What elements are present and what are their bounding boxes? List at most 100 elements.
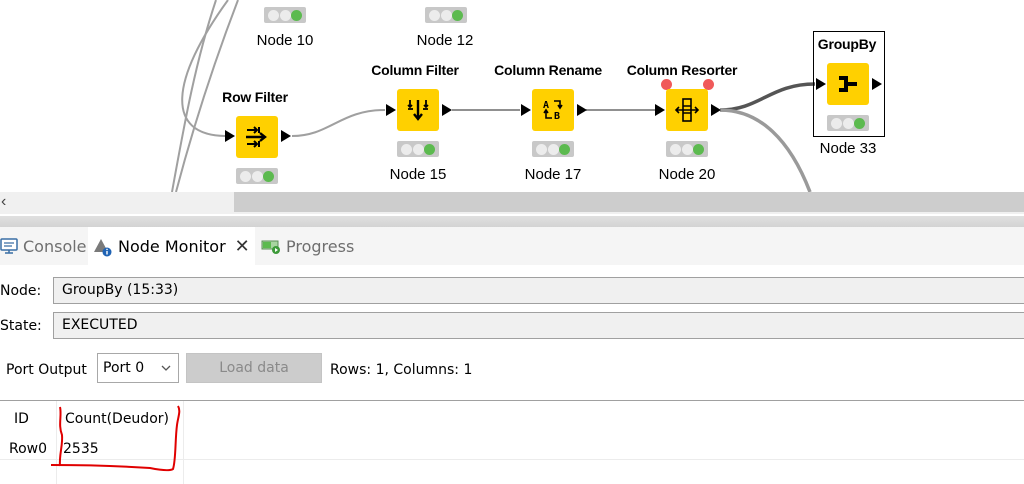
column-resorter-input-port[interactable] [655, 104, 665, 116]
column-filter-status-traffic-light [397, 141, 439, 157]
column-filter-label[interactable]: Node 15 [389, 166, 447, 183]
status-dot-green-icon [452, 9, 464, 21]
chevron-down-icon [160, 354, 172, 392]
status-dot-off-icon [681, 143, 693, 155]
tab-progress-label: Progress [286, 236, 355, 256]
status-dot-off-icon [251, 170, 263, 182]
bottom-panel-tabbar: Console Node Monitor ✕ [0, 227, 1024, 265]
rows-columns-info: Rows: 1, Columns: 1 [330, 362, 473, 378]
tab-progress[interactable]: Progress [261, 227, 361, 265]
tab-console-label: Console [23, 236, 87, 256]
console-icon [0, 237, 18, 255]
column-rename-title[interactable]: Column Rename [494, 62, 602, 78]
status-dot-green-icon [693, 143, 705, 155]
node-field-label: Node: [0, 283, 42, 299]
port-output-selected-value: Port 0 [103, 360, 145, 376]
status-dot-off-icon [535, 143, 547, 155]
column-rename-icon: A B [543, 100, 563, 122]
column-filter-node[interactable] [397, 89, 439, 131]
node-monitor-icon [93, 237, 113, 257]
load-data-button[interactable]: Load data [186, 353, 322, 383]
column-resorter-output-port[interactable] [711, 104, 721, 116]
node12-label[interactable]: Node 12 [416, 32, 474, 49]
groupby-output-port[interactable] [872, 78, 882, 90]
groupby-node[interactable] [827, 63, 869, 105]
status-dot-off-icon [267, 9, 279, 21]
status-dot-green-icon [559, 143, 571, 155]
column-divider[interactable] [183, 401, 184, 484]
groupby-selection-frame [813, 31, 885, 137]
groupby-label[interactable]: Node 33 [819, 140, 877, 157]
row-filter-node[interactable] [236, 116, 278, 158]
node-monitor-panel: Node: GroupBy (15:33) State: EXECUTED Po… [0, 265, 1024, 484]
status-dot-off-icon [279, 9, 291, 21]
column-resorter-node[interactable] [666, 89, 708, 131]
column-filter-icon [407, 100, 429, 121]
status-dot-off-icon [842, 117, 854, 129]
column-filter-input-port[interactable] [386, 104, 396, 116]
svg-text:B: B [554, 111, 560, 122]
column-resorter-status-traffic-light [666, 141, 708, 157]
status-dot-off-icon [428, 9, 440, 21]
tab-console[interactable]: Console [0, 227, 87, 265]
column-rename-input-port[interactable] [521, 104, 531, 116]
count-cell: 2535 [63, 441, 99, 457]
panel-resize-sash[interactable] [0, 215, 1024, 227]
row-filter-output-port[interactable] [281, 130, 291, 142]
row-divider [0, 459, 1024, 460]
column-rename-label[interactable]: Node 17 [524, 166, 582, 183]
status-dot-off-icon [239, 170, 251, 182]
status-dot-green-icon [263, 170, 275, 182]
column-header-id[interactable]: ID [14, 411, 29, 427]
tab-node-monitor-label: Node Monitor [118, 236, 226, 256]
scrollbar-thumb[interactable] [234, 192, 1024, 212]
status-dot-green-icon [854, 117, 866, 129]
row-filter-status-traffic-light [236, 168, 278, 184]
progress-icon [261, 237, 281, 255]
groupby-status-traffic-light [827, 115, 869, 131]
column-resorter-label[interactable]: Node 20 [658, 166, 716, 183]
column-divider[interactable] [56, 401, 57, 484]
warning-indicator-icon [703, 79, 714, 90]
svg-text:A: A [543, 100, 549, 111]
row-filter-icon [246, 126, 267, 148]
node10-label[interactable]: Node 10 [256, 32, 314, 49]
row-filter-input-port[interactable] [225, 130, 235, 142]
column-rename-status-traffic-light [532, 141, 574, 157]
node12-status-traffic-light [425, 7, 467, 23]
row-filter-title[interactable]: Row Filter [222, 89, 288, 105]
port-output-select[interactable]: Port 0 [97, 353, 179, 383]
port-output-label: Port Output [6, 362, 87, 378]
connection-wires [171, 0, 816, 192]
status-dot-off-icon [669, 143, 681, 155]
column-resorter-icon [674, 98, 700, 122]
workflow-canvas[interactable]: Node 10 Node 12 Row Filter Column Filter [0, 0, 1024, 192]
state-field: EXECUTED [53, 312, 1024, 339]
warning-indicator-icon [661, 79, 672, 90]
row-id-cell: Row0 [9, 441, 48, 457]
scroll-left-arrow-icon[interactable]: ‹ [1, 193, 7, 210]
status-dot-off-icon [400, 143, 412, 155]
status-dot-off-icon [547, 143, 559, 155]
output-data-table: ID Count(Deudor) Row0 2535 [0, 400, 1024, 484]
column-resorter-title[interactable]: Column Resorter [626, 62, 738, 78]
node10-status-traffic-light [264, 7, 306, 23]
column-rename-node[interactable]: A B [532, 89, 574, 131]
tab-node-monitor[interactable]: Node Monitor ✕ [88, 227, 255, 265]
canvas-horizontal-scrollbar[interactable]: ‹ [0, 192, 1024, 214]
column-filter-title[interactable]: Column Filter [371, 62, 459, 78]
status-dot-off-icon [412, 143, 424, 155]
status-dot-green-icon [424, 143, 436, 155]
node-field: GroupBy (15:33) [53, 277, 1024, 304]
status-dot-green-icon [291, 9, 303, 21]
groupby-title[interactable]: GroupBy [817, 36, 877, 52]
column-rename-output-port[interactable] [577, 104, 587, 116]
close-tab-icon[interactable]: ✕ [234, 235, 250, 257]
state-field-label: State: [0, 318, 42, 334]
column-filter-output-port[interactable] [442, 104, 452, 116]
groupby-icon [839, 76, 857, 92]
column-header-count-deudor[interactable]: Count(Deudor) [65, 411, 169, 427]
groupby-input-port[interactable] [816, 78, 826, 90]
status-dot-off-icon [440, 9, 452, 21]
